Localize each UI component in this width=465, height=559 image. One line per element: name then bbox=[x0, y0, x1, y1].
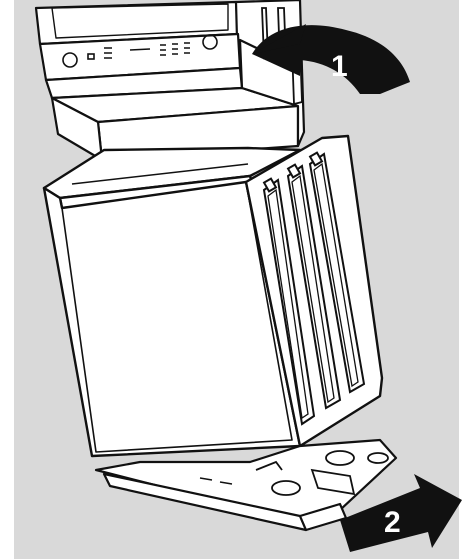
step-2-label: 2 bbox=[384, 506, 401, 539]
step-1-label: 1 bbox=[331, 50, 348, 83]
foot-icon bbox=[326, 451, 354, 465]
lower-washer-unit bbox=[44, 136, 382, 456]
foot-icon bbox=[368, 453, 388, 463]
upper-dryer-unit bbox=[36, 0, 304, 160]
foot-icon bbox=[272, 481, 300, 495]
